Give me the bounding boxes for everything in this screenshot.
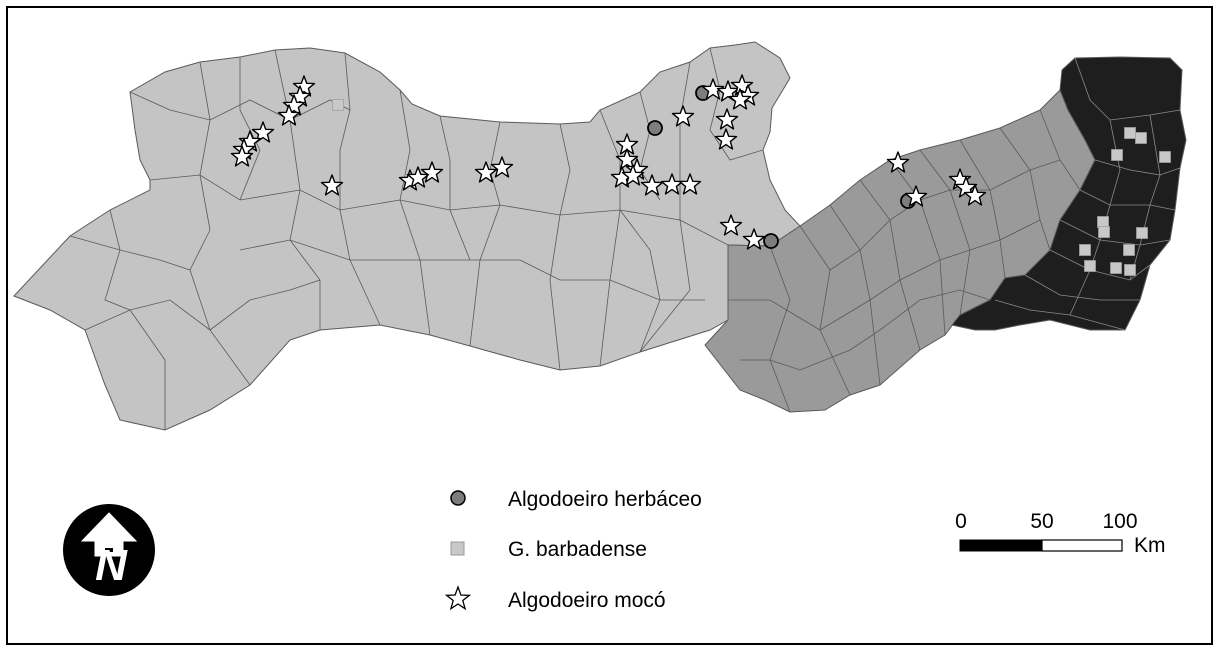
marker-star — [678, 173, 702, 195]
marker-star — [671, 105, 695, 127]
marker-square — [1124, 264, 1136, 276]
marker-star — [719, 214, 743, 236]
scale-tick-50: 50 — [1030, 510, 1053, 533]
marker-square — [1084, 260, 1096, 272]
marker-star — [640, 174, 664, 196]
marker-star — [288, 85, 312, 107]
marker-star — [715, 108, 739, 130]
scale-bar: 0 50 100 Km — [955, 510, 1165, 557]
legend-label-barbadense: G. barbadense — [508, 538, 647, 561]
legend-star-icon — [444, 585, 472, 611]
marker-star — [292, 75, 316, 97]
marker-star — [904, 185, 928, 207]
municipal-boundaries — [69, 47, 1081, 430]
marker-square — [1079, 244, 1091, 256]
marker-star — [742, 228, 766, 250]
marker-star — [716, 80, 740, 102]
scale-bar-black-segment — [959, 539, 1043, 552]
marker-square — [1135, 132, 1147, 144]
marker-star — [886, 151, 910, 173]
marker-star — [490, 156, 514, 178]
legend-label-moco: Algodoeiro mocó — [508, 589, 666, 612]
legend-item-moco: Algodoeiro mocó — [444, 585, 666, 612]
marker-circle — [647, 120, 663, 136]
scale-tick-0: 0 — [955, 510, 967, 533]
legend-square-icon — [450, 541, 465, 556]
legend-label-herbaceo: Algodoeiro herbáceo — [508, 488, 702, 511]
scale-unit: Km — [1134, 534, 1166, 557]
state-map — [13, 41, 1187, 431]
marker-square — [1124, 127, 1136, 139]
marker-star — [406, 166, 430, 188]
north-arrow-icon: N — [63, 504, 155, 596]
marker-square — [1111, 149, 1123, 161]
marker-star — [621, 164, 645, 186]
marker-square — [1123, 244, 1135, 256]
marker-star — [320, 174, 344, 196]
marker-star — [701, 78, 725, 100]
marker-star — [230, 145, 254, 167]
marker-star — [251, 121, 275, 143]
legend-item-barbadense: G. barbadense — [450, 538, 647, 561]
marker-star — [728, 88, 752, 110]
scale-bar-white-segment — [1041, 539, 1123, 552]
marker-star — [277, 104, 301, 126]
marker-star — [615, 148, 639, 170]
marker-star — [474, 161, 498, 183]
legend-item-herbaceo: Algodoeiro herbáceo — [450, 488, 702, 511]
marker-square — [1098, 226, 1110, 238]
marker-square — [1159, 151, 1171, 163]
legend: Algodoeiro herbáceo G. barbadense Algodo… — [444, 488, 702, 612]
marker-circle — [763, 233, 779, 249]
municipal-boundaries-coast — [994, 57, 1181, 331]
marker-square — [1110, 262, 1122, 274]
marker-square — [1097, 216, 1109, 228]
marker-square — [332, 99, 344, 111]
markers-g-barbadense — [332, 99, 1171, 276]
markers-algodoeiro-moco — [230, 74, 987, 250]
legend-circle-icon — [450, 490, 466, 506]
marker-star — [963, 184, 987, 206]
north-letter: N — [95, 541, 128, 590]
marker-square — [1136, 227, 1148, 239]
marker-star — [420, 161, 444, 183]
marker-star — [282, 94, 306, 116]
scale-tick-100: 100 — [1102, 510, 1137, 533]
marker-star — [730, 74, 754, 96]
marker-star — [714, 128, 738, 150]
